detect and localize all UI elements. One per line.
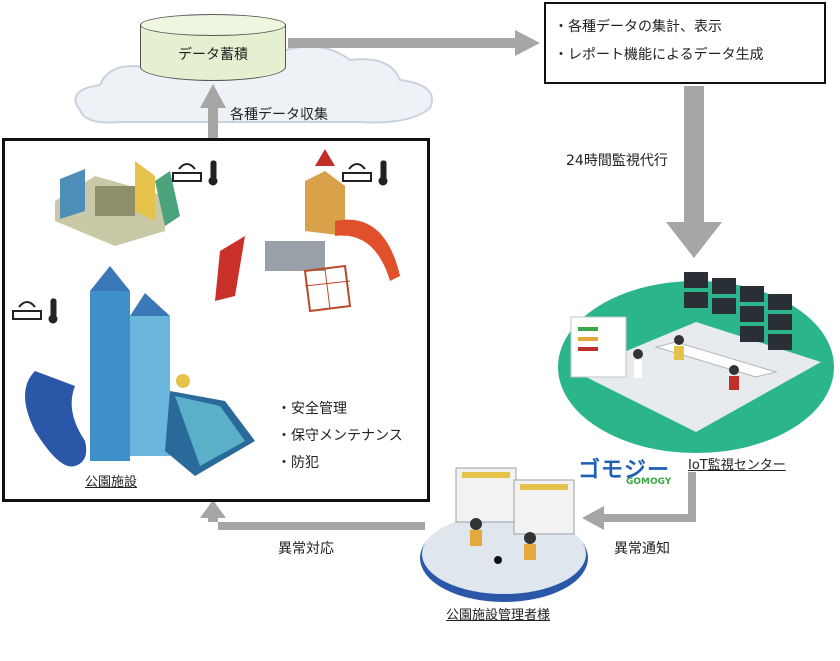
playground-blue-icon bbox=[25, 266, 255, 476]
gomogy-logo: ゴモジー GOMOGY bbox=[578, 452, 680, 488]
park-bullet-3: ・防犯 bbox=[277, 455, 319, 471]
arrow-report-to-center bbox=[666, 86, 722, 258]
park-caption: 公園施設 bbox=[85, 475, 138, 490]
anomaly-response-label: 異常対応 bbox=[278, 541, 334, 557]
report-item-2: ・レポート機能によるデータ生成 bbox=[554, 47, 764, 63]
storage-label: データ蓄積 bbox=[178, 47, 248, 63]
playground-red-icon bbox=[215, 149, 400, 313]
monitoring-center-illustration bbox=[558, 272, 834, 453]
park-bullet-2: ・保守メンテナンス bbox=[277, 428, 403, 444]
park-facility-box: ・安全管理 ・保守メンテナンス ・防犯 公園施設 bbox=[2, 138, 430, 502]
iot-center-label: IoT監視センター bbox=[688, 458, 786, 473]
arrow-center-to-manager bbox=[582, 472, 696, 530]
arrow-storage-to-report bbox=[288, 30, 540, 56]
db-top bbox=[140, 14, 286, 36]
arrow-park-to-storage bbox=[200, 84, 226, 138]
playground-illustration bbox=[12, 149, 400, 476]
data-storage: データ蓄積 bbox=[140, 14, 286, 84]
manager-office-illustration bbox=[420, 467, 588, 602]
collect-label: 各種データ収集 bbox=[230, 107, 328, 123]
park-bullet-1: ・安全管理 bbox=[277, 401, 347, 417]
gomogy-logo-sub: GOMOGY bbox=[626, 477, 672, 487]
monitor-label: 24時間監視代行 bbox=[566, 153, 668, 169]
playground-small-icon bbox=[55, 161, 180, 246]
report-item-1: ・各種データの集計、表示 bbox=[554, 19, 722, 35]
manager-caption: 公園施設管理者様 bbox=[446, 608, 551, 623]
arrow-manager-to-park bbox=[200, 500, 425, 530]
anomaly-notice-label: 異常通知 bbox=[614, 541, 670, 557]
sensor-icon-group bbox=[12, 160, 388, 324]
gomogy-logo-text: ゴモジー bbox=[578, 458, 671, 483]
report-box: ・各種データの集計、表示 ・レポート機能によるデータ生成 bbox=[544, 2, 826, 84]
